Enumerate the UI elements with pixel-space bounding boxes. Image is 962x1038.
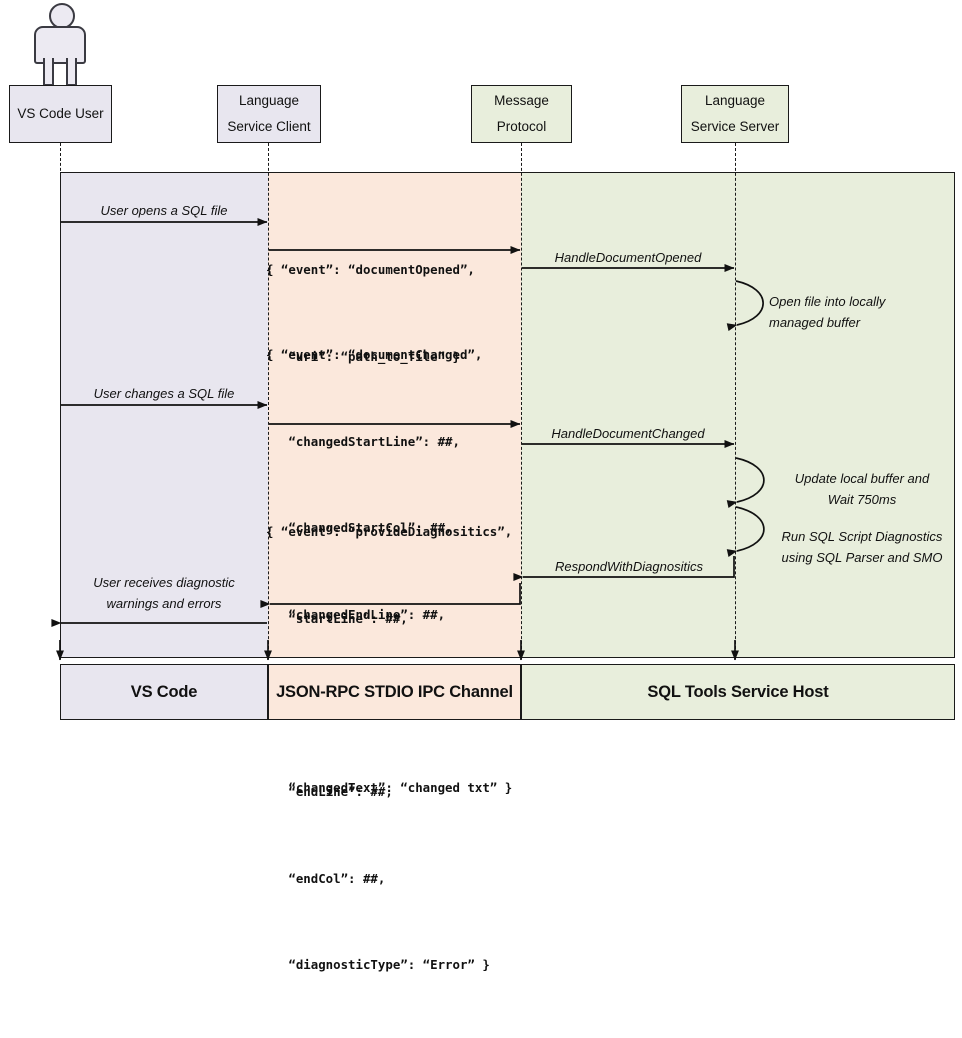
message-label-user-changes-file: User changes a SQL file: [93, 386, 235, 401]
payload-line: { “event”: “documentChanged”,: [266, 346, 483, 362]
participant-label-line1: Language: [704, 92, 766, 108]
message-label-handle-document-opened: HandleDocumentOpened: [554, 250, 702, 265]
message-label-user-receives-diagnostics: User receives diagnostic warnings and er…: [60, 572, 268, 614]
note-open-file: Open file into locally managed buffer: [769, 291, 962, 333]
message-label-user-opens-file: User opens a SQL file: [100, 203, 228, 218]
payload-line: “startLine”: ##,: [266, 610, 408, 626]
note-line1: Open file into locally: [769, 294, 886, 309]
lifeline-language-service-client: [268, 143, 269, 659]
payload-line: “diagnosticType”: “Error” }: [266, 957, 490, 973]
band-service-host: [521, 172, 955, 658]
footer-ipc-channel[interactable]: JSON-RPC STDIO IPC Channel: [268, 664, 521, 720]
lifeline-message-protocol: [521, 143, 522, 659]
payload-line: “endLine”: ##,: [266, 783, 393, 799]
participant-vs-code-user[interactable]: VS Code User: [9, 85, 112, 143]
actor-leg-right: [66, 58, 77, 86]
band-vs-code: [60, 172, 268, 658]
sequence-diagram: VS Code User Language Service Client Mes…: [9, 3, 962, 972]
payload-line: { “event”: “provideDiagnositics”,: [266, 523, 513, 539]
participant-message-protocol[interactable]: Message Protocol: [471, 85, 572, 143]
lifeline-vs-code-user: [60, 143, 61, 659]
vs-code-user-actor: [34, 3, 86, 86]
message-label-respond-with-diagnostics: RespondWithDiagnositics: [554, 559, 703, 574]
actor-torso-fill: [45, 55, 75, 61]
payload-provide-diagnostics: { “event”: “provideDiagnositics”, “start…: [266, 460, 512, 1038]
band-ipc-channel: [268, 172, 521, 658]
payload-line: “uri”: “path_to_file” }: [266, 348, 460, 364]
lifeline-language-service-server: [735, 143, 736, 659]
participant-label-line2: Service Client: [227, 119, 311, 134]
participant-label-line1: Language: [238, 92, 300, 108]
payload-line: “changedStartCol”: ##,: [266, 520, 453, 536]
actor-legs-icon: [43, 58, 77, 86]
note-update-buffer: Update local buffer and Wait 750ms: [769, 468, 955, 510]
message-label-handle-document-changed: HandleDocumentChanged: [551, 426, 705, 441]
note-line1: Run SQL Script Diagnostics: [781, 529, 943, 544]
participant-label-line2: Protocol: [496, 119, 547, 134]
note-line2: using SQL Parser and SMO: [781, 550, 943, 566]
payload-line: { “event”: “documentOpened”,: [266, 261, 475, 277]
payload-document-opened: { “event”: “documentOpened”, “uri”: “pat…: [266, 198, 475, 429]
footer-vs-code[interactable]: VS Code: [60, 664, 268, 720]
actor-leg-left: [43, 58, 54, 86]
participant-language-service-client[interactable]: Language Service Client: [217, 85, 321, 143]
participant-language-service-server[interactable]: Language Service Server: [681, 85, 789, 143]
participant-label-line1: Message: [494, 92, 549, 108]
payload-line: “changedEndLine”: ##,: [266, 606, 446, 622]
message-label-line1: User receives diagnostic: [93, 575, 235, 590]
note-line2: managed buffer: [769, 315, 861, 331]
note-line2: Wait 750ms: [827, 492, 897, 508]
payload-line: “endCol”: ##,: [266, 870, 386, 886]
participant-label-line2: Service Server: [690, 119, 780, 134]
note-line1: Update local buffer and: [794, 471, 930, 486]
note-run-diagnostics: Run SQL Script Diagnostics using SQL Par…: [769, 526, 955, 568]
participant-label-line1: VS Code User: [17, 105, 104, 121]
message-label-line2: warnings and errors: [106, 596, 222, 612]
footer-service-host[interactable]: SQL Tools Service Host: [521, 664, 955, 720]
payload-line: “changedStartLine”: ##,: [266, 433, 460, 449]
